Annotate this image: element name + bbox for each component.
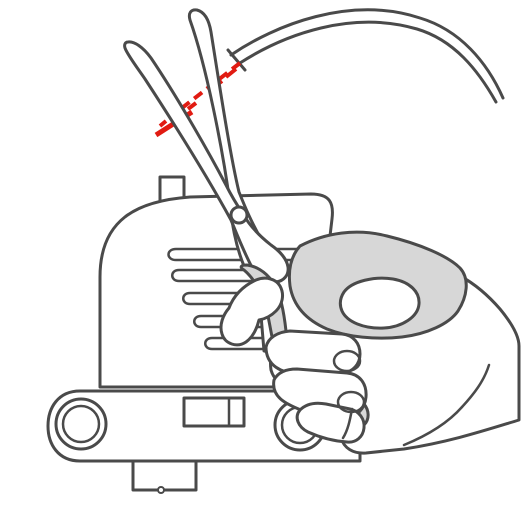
hand-fingers <box>219 276 368 444</box>
bottom-stand <box>131 459 198 494</box>
pivot-screw <box>229 205 249 225</box>
slide-switch <box>182 396 246 428</box>
power-cord-icon <box>226 8 505 104</box>
left-roller <box>54 397 108 451</box>
